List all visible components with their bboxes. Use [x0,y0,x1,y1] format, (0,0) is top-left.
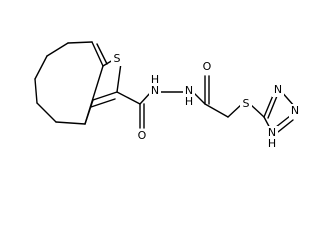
svg-text:N: N [185,84,193,97]
atom-label-thiophene-sulfur: S [111,52,123,66]
svg-text:O: O [203,60,212,73]
atom-label-triazole-h: H [266,137,278,150]
bond-network [34,41,296,133]
svg-text:N: N [268,126,276,139]
svg-text:N: N [151,84,159,97]
svg-text:S: S [243,97,250,110]
svg-text:O: O [138,129,147,142]
svg-text:N: N [291,104,299,117]
atom-label-thioether-sulfur: S [240,97,252,111]
atom-label-amide-oxygen-2: O [201,60,213,74]
svg-text:H: H [268,137,276,150]
atom-label-triazole-nh: N [266,126,278,140]
svg-text:S: S [114,52,121,65]
atom-label-amide-oxygen-1: O [136,129,148,143]
svg-text:N: N [274,83,282,96]
chemical-structure: S O N H N H O S N N N H [34,41,300,150]
atom-label-hydrazide-nh-1: N [149,84,161,98]
atom-label-triazole-n2: N [289,104,300,118]
atom-label-hydrazide-h-2: H [183,95,195,108]
atom-label-hydrazide-nh-2: N [183,84,195,98]
svg-text:H: H [185,95,193,108]
atom-label-triazole-n1: N [272,83,284,97]
atom-label-hydrazide-h-1: H [149,73,161,86]
svg-text:H: H [151,73,159,86]
